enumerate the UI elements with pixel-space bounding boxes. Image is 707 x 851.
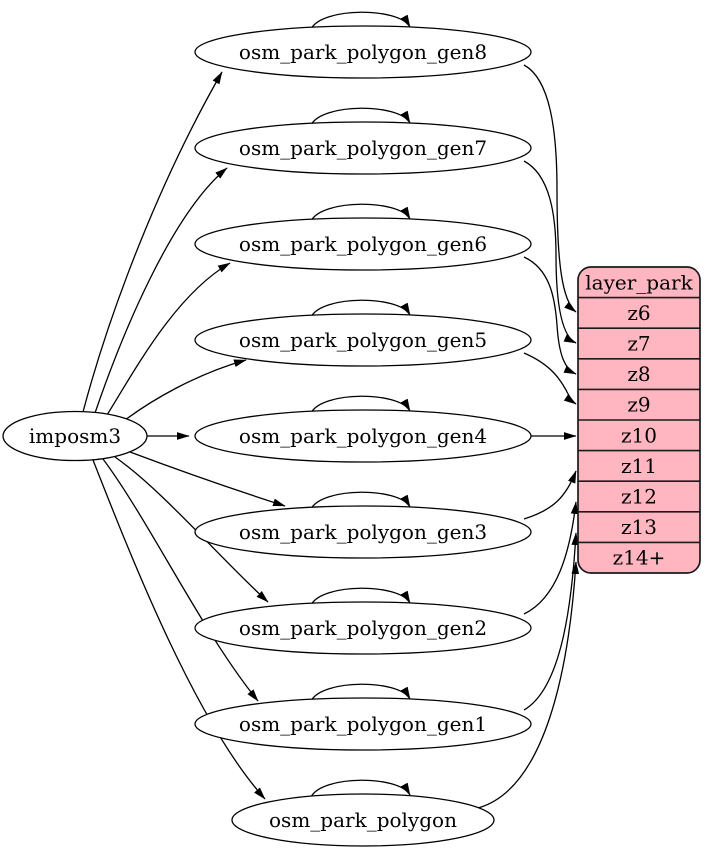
table-row-label-z13: z13 [621,515,657,539]
self-loop-osm_park_polygon_gen8 [310,11,411,30]
self-loop-osm_park_polygon_gen5 [310,299,411,318]
table-row-label-z8: z8 [627,362,650,386]
table-row-label-z6: z6 [627,301,650,325]
edge-osm_park_polygon_gen2-to-z12 [523,501,579,615]
self-loop-osm_park_polygon_gen2 [310,587,411,606]
node-osm_park_polygon_gen5: osm_park_polygon_gen5 [194,313,532,367]
node-ellipse [194,121,532,175]
node-ellipse [194,409,532,463]
node-label: osm_park_polygon_gen3 [239,520,487,544]
table-row-label-z11: z11 [621,454,657,478]
node-ellipse [194,313,532,367]
edge-imposm3-to-osm_park_polygon [92,459,266,800]
node-ellipse [231,793,495,847]
node-ellipse [194,25,532,79]
edge-osm_park_polygon_gen5-to-z9 [523,352,577,405]
edge-osm_park_polygon_gen1-to-z13 [523,532,580,711]
node-label: osm_park_polygon_gen4 [239,424,487,448]
edge-imposm3-to-osm_park_polygon_gen6 [106,262,231,416]
node-label: imposm3 [29,424,121,448]
nodes-layer: imposm3 osm_park_polygon_gen8 osm_park_pol… [2,25,532,847]
table-row-label-z10: z10 [621,423,657,447]
self-loop-osm_park_polygon_gen4 [310,395,411,414]
node-ellipse [194,505,532,559]
self-loop-osm_park_polygon [310,779,411,798]
node-label: osm_park_polygon_gen1 [239,712,487,736]
self-loop-osm_park_polygon_gen1 [310,683,411,702]
node-osm_park_polygon_gen3: osm_park_polygon_gen3 [194,505,532,559]
node-osm_park_polygon_gen6: osm_park_polygon_gen6 [194,217,532,271]
edge-imposm3-to-osm_park_polygon_gen2 [114,456,269,603]
node-osm_park_polygon_gen4: osm_park_polygon_gen4 [194,409,532,463]
self-loop-osm_park_polygon_gen7 [310,107,411,126]
node-ellipse [194,697,532,751]
node-label: osm_park_polygon_gen8 [239,40,487,64]
node-label: osm_park_polygon_gen7 [239,136,487,160]
node-ellipse [194,601,532,655]
node-osm_park_polygon_gen8: osm_park_polygon_gen8 [194,25,532,79]
edge-imposm3-to-osm_park_polygon_gen5 [124,359,247,421]
edges-layer [82,11,580,809]
node-label: osm_park_polygon_gen2 [239,616,487,640]
node-osm_park_polygon_gen7: osm_park_polygon_gen7 [194,121,532,175]
edge-osm_park_polygon_gen3-to-z11 [523,470,577,520]
self-loop-osm_park_polygon_gen3 [310,491,411,510]
edge-osm_park_polygon-to-z14+ [477,561,580,809]
edge-osm_park_polygon_gen8-to-z6 [523,64,577,313]
node-ellipse [2,410,148,462]
node-imposm3: imposm3 [2,410,148,462]
node-osm_park_polygon_gen1: osm_park_polygon_gen1 [194,697,532,751]
node-osm_park_polygon_gen2: osm_park_polygon_gen2 [194,601,532,655]
table-row-label-z12: z12 [621,485,657,509]
node-label: osm_park_polygon [269,808,457,832]
table-row-label-z7: z7 [627,332,650,356]
edge-osm_park_polygon_gen7-to-z7 [523,160,577,344]
table-row-label-z14+: z14+ [613,546,666,570]
node-label: osm_park_polygon_gen6 [239,232,487,256]
table-layer_park: layer_park z6 z7 z8 z9 z10 z11 z12 z13 z14+ [577,266,701,574]
edge-imposm3-to-osm_park_polygon_gen8 [82,71,223,413]
edge-imposm3-to-osm_park_polygon_gen1 [102,458,259,702]
table-layer: layer_park z6 z7 z8 z9 z10 z11 z12 z13 z14+ [577,266,701,574]
table-row-label-z9: z9 [627,393,650,417]
table-title: layer_park [585,270,693,294]
node-label: osm_park_polygon_gen5 [239,328,487,352]
self-loop-osm_park_polygon_gen6 [310,203,411,222]
edge-osm_park_polygon_gen6-to-z8 [523,256,577,375]
edge-imposm3-to-osm_park_polygon_gen3 [129,451,286,507]
node-osm_park_polygon: osm_park_polygon [231,793,495,847]
edge-imposm3-to-osm_park_polygon_gen7 [94,167,228,414]
node-ellipse [194,217,532,271]
